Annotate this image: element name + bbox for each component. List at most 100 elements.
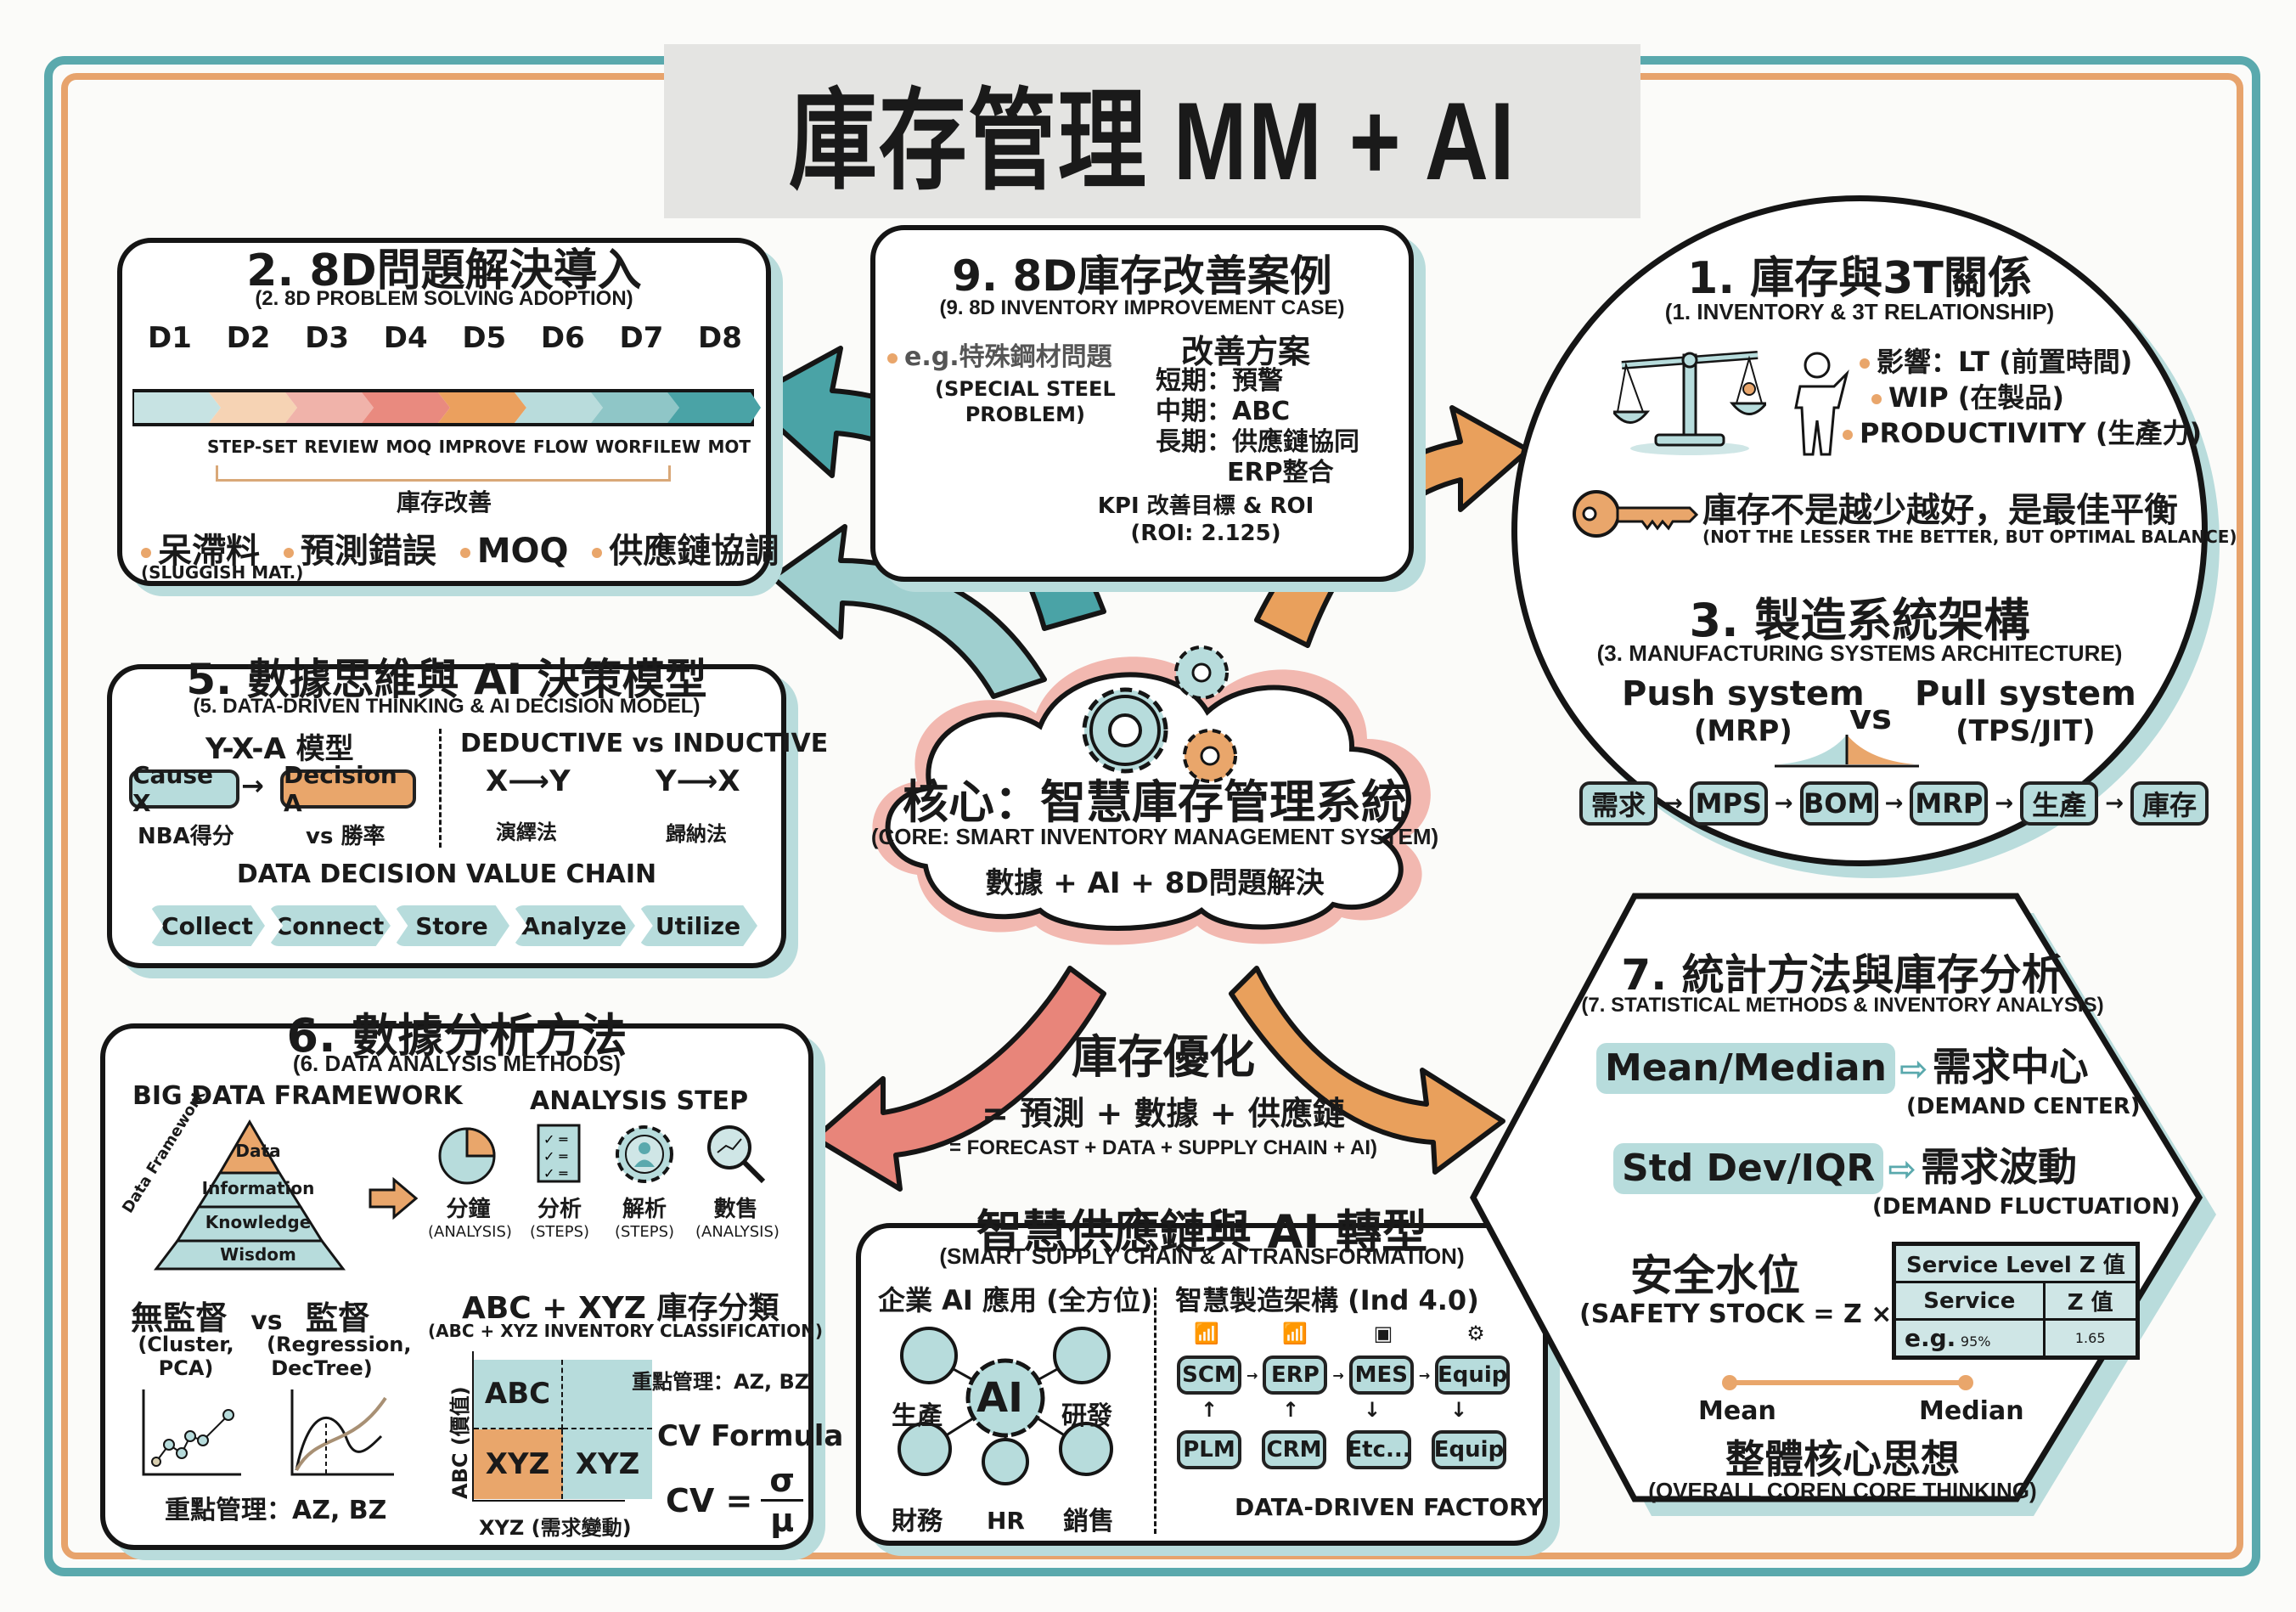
framework-title: BIG DATA FRAMEWORK bbox=[132, 1081, 463, 1111]
ai-hub-diagram bbox=[898, 1327, 1113, 1485]
flow-node: 需求 bbox=[1579, 781, 1657, 826]
stat-result: 需求波動 bbox=[1921, 1144, 2078, 1190]
supervised-note: (Regression, DecTree) bbox=[267, 1333, 412, 1380]
scale-dot bbox=[1958, 1375, 1973, 1390]
value-chain: Collect Connect Store Analyze Utilize bbox=[149, 905, 757, 946]
step-label: FLOW bbox=[532, 437, 588, 457]
arrow-to-section7 bbox=[1229, 966, 1505, 1175]
regression-plot-icon bbox=[290, 1389, 394, 1476]
improvement-bracket bbox=[216, 465, 671, 482]
arrow-icon: → bbox=[1664, 791, 1683, 816]
arrow-icon: → bbox=[1332, 1367, 1344, 1384]
data-driven-factory: DATA-DRIVEN FACTORY bbox=[1235, 1493, 1544, 1521]
section3-subtitle: (3. MANUFACTURING SYSTEMS ARCHITECTURE) bbox=[1596, 640, 2123, 666]
step-label: MOT bbox=[707, 437, 751, 457]
section3-title: 3. 製造系統架構 bbox=[1689, 594, 2030, 647]
cv-formula: CV = σ μ bbox=[666, 1462, 803, 1539]
cv-numerator: σ bbox=[761, 1462, 803, 1502]
d-step: D1 bbox=[148, 321, 192, 355]
system-box: SCM bbox=[1177, 1356, 1241, 1395]
balance-scale-icon bbox=[1613, 351, 1766, 455]
analysis-step: 解析 (STEPS) bbox=[611, 1120, 678, 1241]
divider bbox=[439, 729, 442, 848]
analysis-step: 數售 (ANALYSIS) bbox=[695, 1120, 779, 1241]
section-ai-subtitle: (SMART SUPPLY CHAIN & AI TRANSFORMATION) bbox=[939, 1243, 1465, 1269]
optimization-title: 庫存優化 bbox=[1072, 1030, 1255, 1084]
supervised-label: 監督 bbox=[305, 1299, 370, 1337]
step-en: (STEPS) bbox=[614, 1223, 675, 1241]
person-icon bbox=[1794, 352, 1849, 456]
arrow-icon: → bbox=[1995, 791, 2014, 816]
arrow-icon: → bbox=[1246, 1367, 1258, 1384]
deductive-formula: X⟶Y bbox=[486, 764, 571, 798]
pull-label: Pull system bbox=[1915, 674, 2136, 713]
key-icon bbox=[1573, 490, 1698, 538]
section6-panel: 6. 數據分析方法 (6. DATA ANALYSIS METHODS) BIG… bbox=[100, 1009, 843, 1550]
push-label: Push system bbox=[1622, 674, 1865, 713]
balance-curve-icon bbox=[1775, 735, 1919, 768]
d-step-chevron-bar bbox=[132, 389, 761, 426]
deductive-inductive-title: DEDUCTIVE vs INDUCTIVE bbox=[460, 729, 829, 758]
chevron-d7 bbox=[591, 392, 679, 423]
cv-formula-title: CV Formula bbox=[657, 1419, 844, 1453]
step-cn: 分析 bbox=[537, 1197, 582, 1222]
vs-label: vs bbox=[1849, 698, 1892, 737]
gears-icon bbox=[1082, 645, 1237, 783]
step-label: REVIEW bbox=[304, 437, 380, 457]
core-cloud bbox=[872, 645, 1431, 945]
section9-title: 9. 8D庫存改善案例 bbox=[952, 251, 1332, 301]
service-level-value: 95% bbox=[1960, 1333, 1991, 1350]
arrow-icon: → bbox=[1774, 791, 1793, 816]
d-step: D6 bbox=[540, 321, 585, 355]
section-ai-title: 智慧供應鏈與 AI 轉型 bbox=[976, 1205, 1428, 1259]
issue-bullets: 呆滯料 預測錯誤 MOQ 供應鏈協調 bbox=[141, 523, 779, 572]
mrp-flow: 需求→ MPS→ BOM→ MRP→ 生產→ 庫存 bbox=[1579, 781, 2209, 826]
matrix-cell: ABC bbox=[474, 1360, 563, 1429]
scale-dot bbox=[1722, 1375, 1737, 1390]
d-step: D3 bbox=[305, 321, 350, 355]
arrow-right-icon: ⇨ bbox=[1899, 1050, 1928, 1089]
pull-sub: (TPS/JIT) bbox=[1956, 714, 2096, 748]
optimization-formula-en: = FORECAST + DATA + SUPPLY CHAIN + AI) bbox=[948, 1136, 1378, 1159]
divider bbox=[1154, 1288, 1156, 1534]
flow-node: BOM bbox=[1799, 781, 1878, 826]
checklist-icon: ✓ ═✓ ═✓ ═ bbox=[537, 1124, 581, 1183]
mean-median-scale bbox=[1728, 1380, 1966, 1385]
d-step: D4 bbox=[383, 321, 428, 355]
abc-y-axis bbox=[472, 1351, 474, 1500]
step-label: WORFILEW bbox=[595, 437, 701, 457]
section2-title: 2. 8D問題解決導入 bbox=[246, 245, 642, 296]
section9-panel: 9. 8D庫存改善案例 (9. 8D INVENTORY IMPROVEMENT… bbox=[870, 225, 1414, 582]
unsupervised-note: (Cluster, PCA) bbox=[131, 1333, 241, 1380]
flow-node: MRP bbox=[1910, 781, 1989, 826]
analysis-step: 分鐘 (ANALYSIS) bbox=[428, 1120, 512, 1241]
ind40-vertical-arrows: ↑ ↑ ↓ ↓ bbox=[1177, 1398, 1500, 1422]
section2-panel: 2. 8D問題解決導入 (2. 8D PROBLEM SOLVING ADOPT… bbox=[117, 238, 779, 586]
focus-management-2: 重點管理：AZ, BZ bbox=[632, 1370, 810, 1394]
bullet-dot bbox=[1860, 358, 1870, 369]
pie-chart-icon bbox=[438, 1127, 496, 1185]
abc-xyz-matrix: ABC XYZ XYZ bbox=[474, 1360, 652, 1499]
safety-stock-title: 安全水位 bbox=[1630, 1251, 1800, 1300]
ml-plots bbox=[142, 1389, 394, 1476]
system-box: Equip bbox=[1435, 1356, 1511, 1395]
stat-metric: Mean/Median bbox=[1596, 1042, 1895, 1094]
matrix-cell bbox=[563, 1360, 652, 1429]
abc-x-axis bbox=[472, 1500, 625, 1502]
step-en: (STEPS) bbox=[529, 1223, 590, 1241]
step-label: MOQ bbox=[385, 437, 432, 457]
d-step-sublabels: STEP-SET REVIEW MOQ IMPROVE FLOW WORFILE… bbox=[207, 437, 751, 457]
arrow-up-icon: ↑ bbox=[1200, 1398, 1218, 1422]
chevron-d8 bbox=[667, 392, 761, 423]
flow-node: 生產 bbox=[2020, 781, 2099, 826]
yxa-title: Y-X-A 模型 bbox=[205, 732, 354, 766]
vs-label: vs bbox=[250, 1306, 283, 1336]
chevron-d3 bbox=[285, 392, 374, 423]
push-system: Push system (MRP) bbox=[1622, 675, 1865, 750]
pyramid-label: Information bbox=[201, 1178, 315, 1198]
z-table-title: Service Level Z 值 bbox=[1894, 1243, 2138, 1283]
page-title: 庫存管理 MM + AI bbox=[788, 78, 1517, 203]
chain-step: Store bbox=[394, 905, 509, 946]
svg-text:✓ ═: ✓ ═ bbox=[543, 1131, 567, 1147]
sales-node-icon bbox=[1059, 1422, 1113, 1476]
